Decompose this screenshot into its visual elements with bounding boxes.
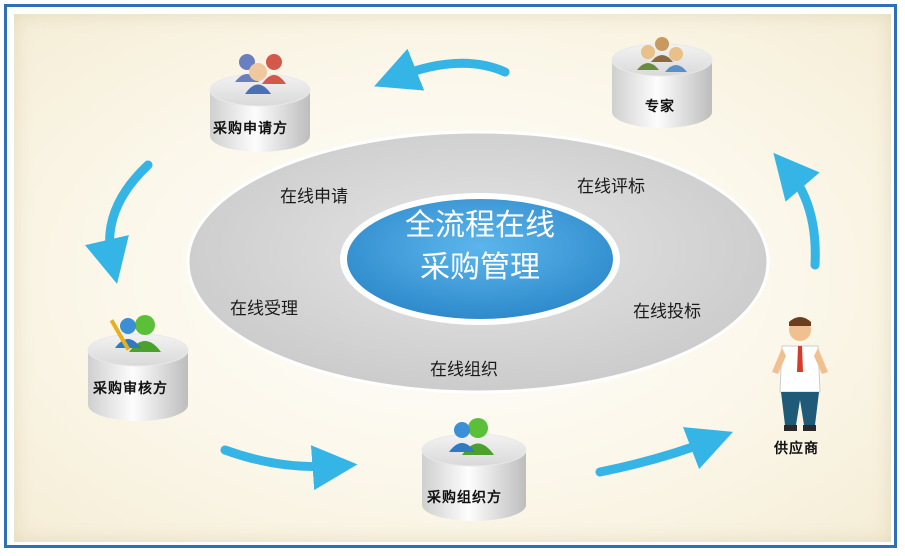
- node-label-supplier: 供应商: [774, 441, 819, 457]
- center-title-line1: 全流程在线: [405, 208, 555, 243]
- center-title: 全流程在线 采购管理: [345, 205, 615, 289]
- people-group-icon: [637, 37, 687, 72]
- node-label-organizer: 采购组织方: [427, 490, 502, 506]
- step-online-evaluate: 在线评标: [577, 177, 645, 197]
- node-organizer: [421, 418, 527, 521]
- people-group-icon: [235, 54, 286, 94]
- arrow-reviewer-to-organizer: [220, 445, 358, 491]
- node-label-reviewer: 采购审核方: [93, 381, 168, 397]
- step-online-bid: 在线投标: [633, 302, 701, 322]
- node-reviewer: [87, 315, 189, 421]
- step-online-accept: 在线受理: [230, 299, 298, 319]
- user-edit-icon: [109, 315, 161, 352]
- center-title-line2: 采购管理: [420, 250, 540, 285]
- businessman-icon: [772, 317, 828, 431]
- node-label-applicant: 采购申请方: [213, 121, 288, 137]
- arrow-supplier-to-expert: [773, 152, 820, 270]
- node-expert: [611, 37, 713, 128]
- center-ellipse-fill: [347, 199, 613, 319]
- step-online-apply: 在线申请: [280, 187, 348, 207]
- arrow-organizer-to-supplier: [595, 427, 734, 477]
- users-icon: [449, 418, 494, 455]
- node-label-expert: 专家: [645, 99, 675, 115]
- step-online-organize: 在线组织: [430, 360, 498, 380]
- arrow-expert-to-applicant: [374, 48, 510, 91]
- arrow-applicant-to-reviewer: [85, 160, 153, 284]
- node-applicant: [209, 54, 311, 152]
